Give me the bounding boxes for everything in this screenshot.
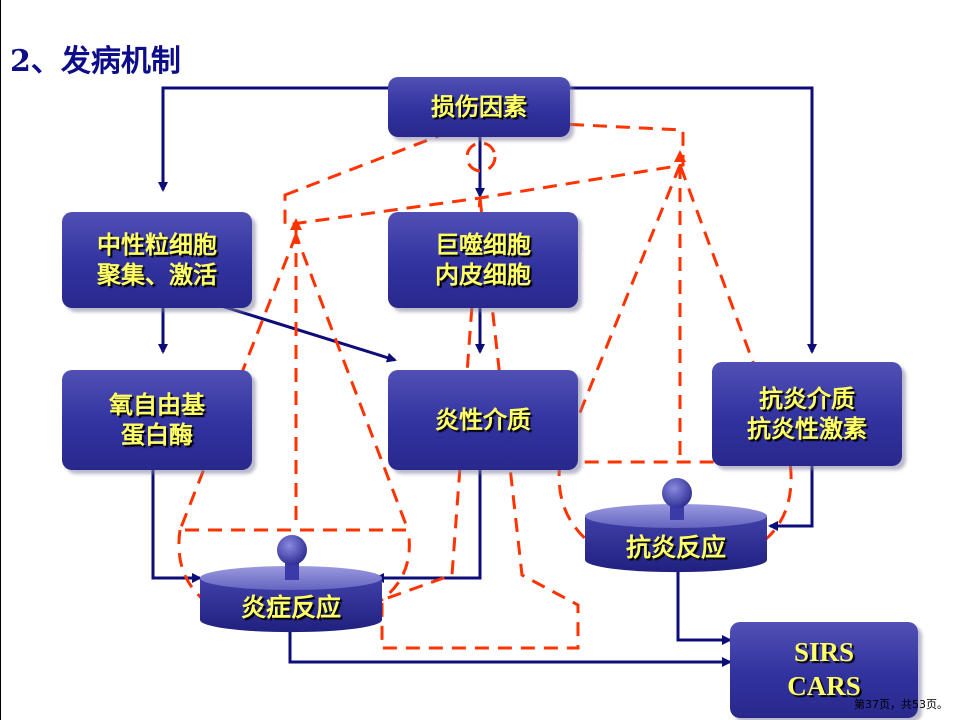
arrow-damage-to-neutrophil	[158, 86, 392, 192]
node-macrophage: 巨噬细胞 内皮细胞	[388, 212, 578, 308]
slide-title: 2、发病机制	[10, 44, 181, 79]
node-macrophage-line1: 巨噬细胞	[435, 231, 531, 259]
node-neutrophil-line2: 聚集、激活	[97, 261, 217, 289]
node-outcome: SIRS CARS	[730, 622, 918, 718]
node-damage-factors-label: 损伤因素	[431, 93, 527, 121]
node-inflammation-label: 炎症反应	[240, 593, 341, 622]
node-outcome-sirs: SIRS	[793, 637, 855, 668]
scale-stand	[380, 197, 580, 650]
node-radical-line1: 氧自由基	[109, 391, 205, 419]
node-mediator-label: 炎性介质	[435, 406, 531, 434]
arrow-inflammation-to-outcome	[288, 630, 732, 667]
node-anti-mediator: 抗炎介质 抗炎性激素	[712, 362, 902, 466]
arrow-anti-inflammation-to-outcome	[676, 572, 732, 645]
node-mediator: 炎性介质	[388, 370, 578, 470]
node-neutrophil: 中性粒细胞 聚集、激活	[62, 212, 252, 308]
node-outcome-cars: CARS	[787, 671, 861, 701]
arrow-anti-mediator-to-anti-inflammation	[768, 466, 814, 531]
scale-pivot	[465, 141, 497, 173]
inflammation-dish	[200, 535, 382, 633]
node-neutrophil-line1: 中性粒细胞	[97, 231, 217, 259]
node-macrophage-line2: 内皮细胞	[435, 261, 531, 289]
arrow-radical-to-inflammation	[151, 470, 202, 583]
left-pan-cone	[177, 234, 411, 532]
node-radical: 氧自由基 蛋白酶	[62, 370, 252, 470]
node-damage-factors: 损伤因素	[388, 77, 570, 137]
node-anti-mediator-line1: 抗炎介质	[759, 385, 855, 413]
right-pan	[557, 461, 793, 570]
arrow-damage-to-anti-mediator	[570, 86, 817, 354]
node-anti-mediator-line2: 抗炎性激素	[747, 415, 867, 443]
arrow-mediator-to-inflammation	[374, 470, 482, 583]
page-number: 第37页，共53页。	[854, 698, 948, 711]
anti-inflammation-dish-knob-icon	[662, 478, 692, 508]
node-anti-inflammation-label: 抗炎反应	[625, 533, 726, 562]
inflammation-dish-knob-icon	[277, 535, 307, 565]
anti-inflammation-dish	[585, 478, 767, 573]
node-radical-line2: 蛋白酶	[121, 421, 193, 449]
